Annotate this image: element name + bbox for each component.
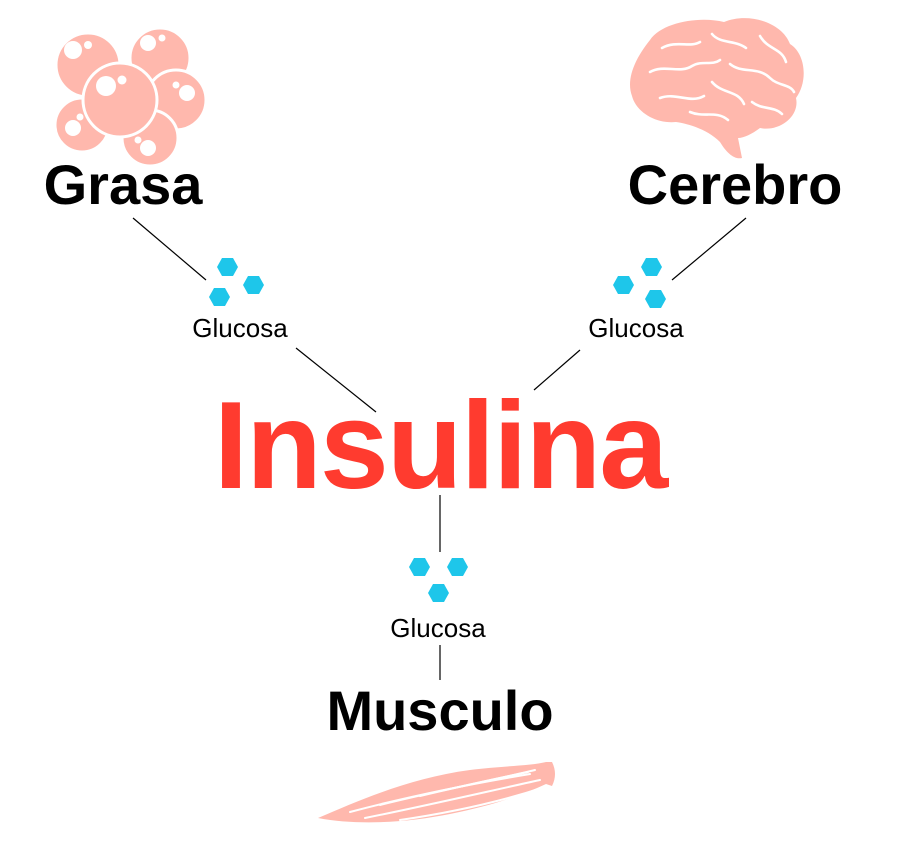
cerebro-label: Cerebro — [628, 153, 843, 216]
glucose-molecule-icon — [409, 558, 468, 602]
grasa-label: Grasa — [44, 153, 204, 216]
connector-grasa-to-glucose — [132, 217, 207, 281]
muscle-icon — [318, 762, 555, 823]
glucose-molecule-icon — [613, 258, 666, 308]
glucose-label-right: Glucosa — [588, 313, 684, 343]
glucose-molecule-icon — [209, 258, 264, 306]
brain-icon — [630, 18, 804, 159]
connector-glucose-to-insulina-left — [295, 347, 377, 413]
glucose-label-left: Glucosa — [192, 313, 288, 343]
insulina-label: Insulina — [214, 377, 670, 515]
musculo-label: Musculo — [326, 679, 553, 742]
glucose-label-bottom: Glucosa — [390, 613, 486, 643]
connector-lines — [132, 217, 747, 680]
connector-glucose-to-insulina-right — [533, 349, 581, 391]
connector-cerebro-to-glucose — [671, 217, 747, 281]
fat-cells-icon — [53, 26, 208, 168]
